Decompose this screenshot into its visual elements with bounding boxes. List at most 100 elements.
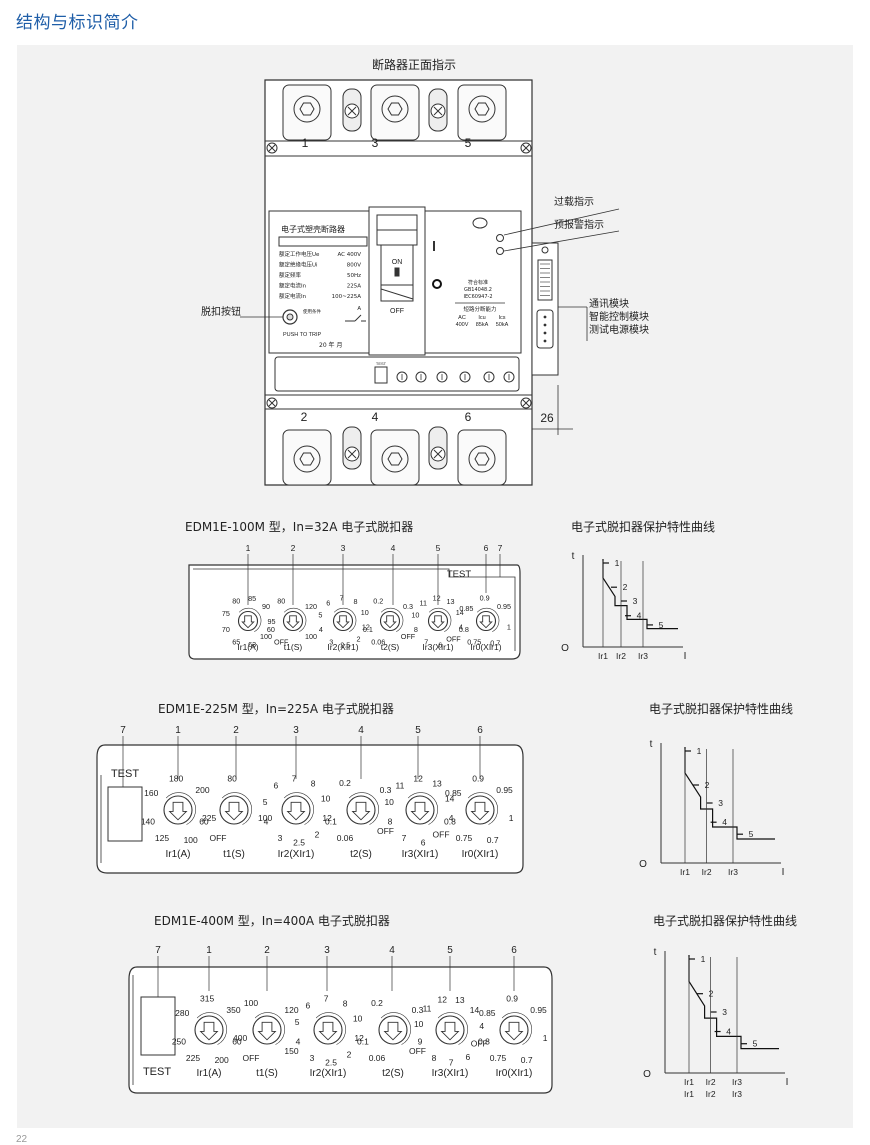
dial-knob[interactable]: [282, 610, 304, 632]
dial-knob[interactable]: [465, 795, 495, 825]
terminal-top-3: [457, 84, 507, 141]
test-label: TEST: [111, 768, 139, 780]
callout-number-1: 1: [206, 945, 212, 956]
dial-scale-value: 7: [449, 1057, 454, 1067]
pole-number-top: 1: [302, 136, 309, 150]
dial-scale-value: 14: [456, 608, 464, 617]
handle-on-label: ON: [392, 259, 403, 266]
dial-scale-value: 10: [321, 793, 331, 803]
terminal-top-2: [370, 84, 420, 141]
dial-scale-arc: [239, 607, 262, 633]
dial-name: Ir2(XIr1): [278, 849, 315, 860]
dial-knob[interactable]: [435, 1015, 465, 1045]
dial-knob[interactable]: [163, 795, 193, 825]
dial-scale-value: 12: [433, 594, 441, 603]
hex-bolt-icon: [299, 102, 315, 116]
screw-slot: [268, 399, 276, 407]
dial-knob[interactable]: [405, 795, 435, 825]
dial-scale-value: 7: [292, 774, 297, 784]
dial-scale-value: 140: [141, 816, 155, 826]
test-label: TEST: [143, 1066, 171, 1078]
dial-knob[interactable]: [427, 610, 449, 632]
dial-scale-value: 0.1: [357, 1036, 369, 1046]
dial-scale-value: 6: [274, 781, 279, 791]
mini-test-button: [374, 366, 388, 384]
dial-knob[interactable]: [219, 795, 249, 825]
dial-scale-value: 5: [263, 797, 268, 807]
dial-scale-arc: [429, 607, 452, 633]
curve-axis-t: t: [654, 947, 657, 958]
dial-knob[interactable]: [194, 1015, 224, 1045]
dial-knob[interactable]: [281, 795, 311, 825]
callout-prealarm: 预报警指示: [554, 218, 604, 231]
screw-slot: [268, 144, 276, 152]
trip-unit-title: EDM1E-100M 型，In=32A 电子式脱扣器: [185, 519, 413, 534]
dial-scale-value: 0.3: [403, 602, 413, 611]
dial-knob[interactable]: [252, 1015, 282, 1045]
dial-scale-arc: [284, 607, 307, 633]
curve-x-label-second: Ir3: [732, 1089, 742, 1099]
callout-number-2: 2: [291, 543, 296, 553]
dial-scale-value: 0.2: [339, 778, 351, 788]
curve-axis-t: t: [650, 739, 653, 750]
dial-knob[interactable]: [379, 610, 401, 632]
dial-knob[interactable]: [332, 610, 354, 632]
trip-unit-inner: [193, 568, 516, 651]
dial-pointer-arrow-icon: [410, 801, 430, 821]
dial-scale-value: 4: [449, 813, 454, 823]
callout-number-4: 4: [391, 543, 396, 553]
nameplate-note: 使用条件: [303, 308, 321, 315]
curve-point-1: 1: [615, 558, 620, 568]
dial-scale-value: 6: [466, 1052, 471, 1062]
callout-line-prealarm: [503, 230, 620, 252]
curve-origin: O: [561, 643, 569, 654]
curve-point-3: 3: [722, 1007, 727, 1017]
dial-scale-value: 0.7: [490, 639, 500, 648]
dial-knob[interactable]: [475, 610, 497, 632]
nameplate-row-label: 额定电流In: [279, 282, 307, 290]
dial-scale-value: OFF: [401, 632, 416, 641]
dial-knob[interactable]: [237, 610, 259, 632]
curve-path: [602, 559, 678, 630]
dial-pointer-arrow-icon: [351, 801, 371, 821]
dial-knob[interactable]: [499, 1015, 529, 1045]
dial-knob[interactable]: [346, 795, 376, 825]
dial-scale-value: 7: [402, 833, 407, 843]
dial-knob[interactable]: [378, 1015, 408, 1045]
standard-line: GB14048.2: [464, 287, 492, 293]
dial-knob[interactable]: [313, 1015, 343, 1045]
curve-point-2: 2: [705, 780, 710, 790]
dial-scale-value: 14: [445, 793, 455, 803]
breaking-header: Icu: [478, 315, 485, 321]
curve-point-5: 5: [749, 829, 754, 839]
callout-number-6: 6: [511, 945, 517, 956]
dial-scale-value: 0.2: [373, 597, 383, 606]
dial-scale-value: 200: [215, 1055, 229, 1065]
dial-scale-value: 0.7: [521, 1055, 533, 1065]
dial-name: Ir1(A): [166, 849, 191, 860]
dial-scale-value: 0.2: [371, 998, 383, 1008]
dial-scale-value: 0.9: [506, 994, 518, 1004]
dial-scale-value: 0.8: [459, 625, 469, 634]
dial-scale-value: 8: [414, 625, 418, 634]
dial-scale-value: 180: [169, 774, 183, 784]
curve-point-4: 4: [637, 611, 642, 621]
